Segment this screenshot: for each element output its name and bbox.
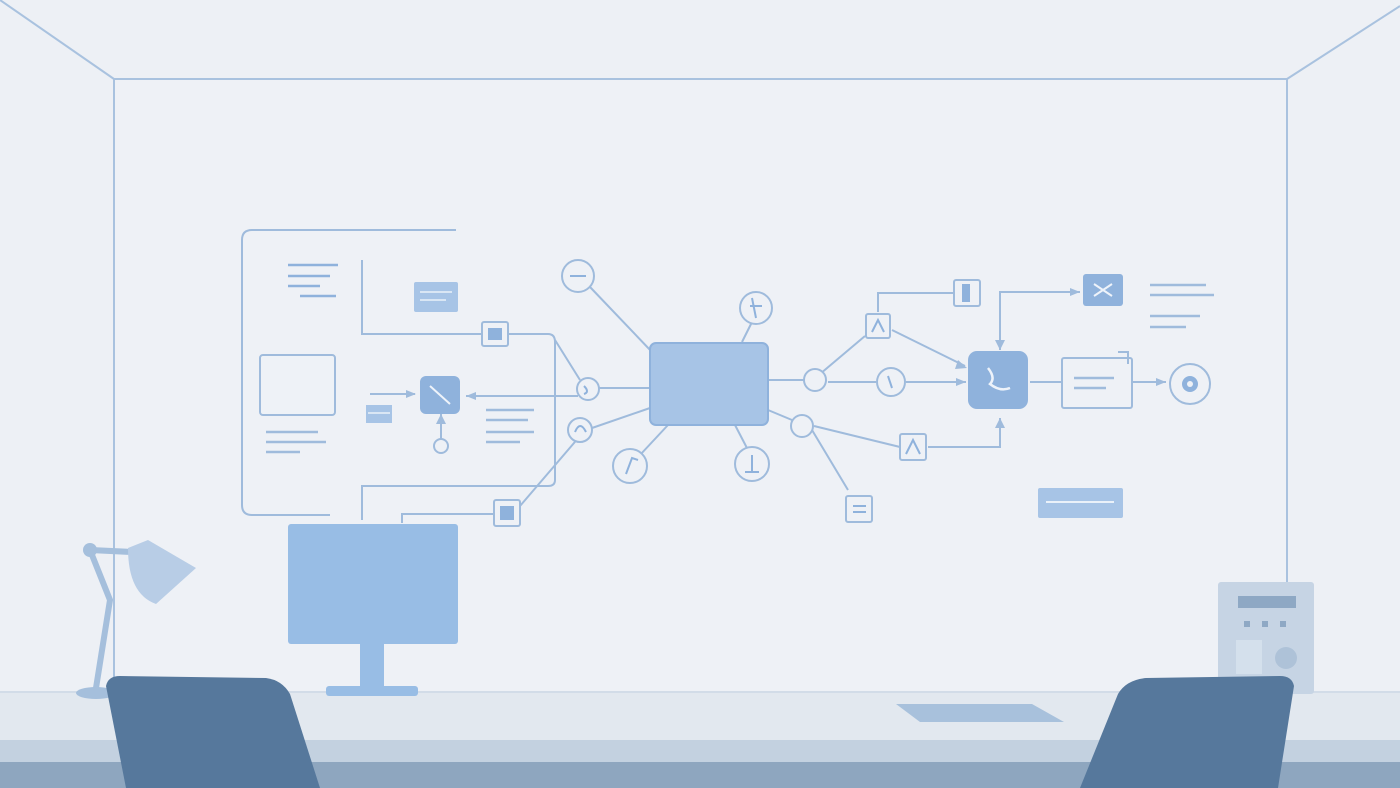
printer-device — [1218, 582, 1314, 694]
desk-lamp — [85, 546, 135, 691]
document-card — [1061, 357, 1133, 409]
text-block-top-right — [1150, 283, 1214, 329]
hub-node — [649, 342, 769, 426]
note-card — [414, 282, 458, 312]
text-block-center-left — [486, 408, 534, 444]
node-a-top — [865, 313, 891, 339]
link-node — [433, 438, 449, 454]
node-lower — [790, 414, 814, 438]
desk-pad — [896, 704, 1064, 722]
lamp-shade — [128, 540, 196, 604]
left-cluster — [259, 263, 534, 527]
ceiling-edge-right — [1286, 5, 1400, 80]
small-tag — [366, 405, 392, 423]
chair-left — [106, 676, 320, 788]
flow-node-icon — [968, 351, 1028, 409]
image-frame — [259, 354, 336, 416]
doc-node-bottom — [845, 495, 873, 523]
node-left-lower — [567, 417, 593, 443]
diagram-connectors — [241, 229, 1166, 523]
node-left-upper — [576, 377, 600, 401]
diagram-arrowheads — [406, 288, 1166, 428]
office-furniture — [0, 524, 1400, 788]
monitor — [288, 524, 458, 696]
center-cluster — [561, 259, 773, 484]
text-block-bottom-left — [266, 430, 326, 454]
node-mid-a — [803, 368, 827, 392]
chair-right — [1080, 676, 1294, 788]
ceiling-edge-left — [0, 0, 115, 80]
desk-edge — [0, 740, 1400, 762]
text-block-top-left — [288, 263, 338, 298]
node-top — [739, 291, 773, 325]
right-cluster — [790, 274, 1214, 523]
